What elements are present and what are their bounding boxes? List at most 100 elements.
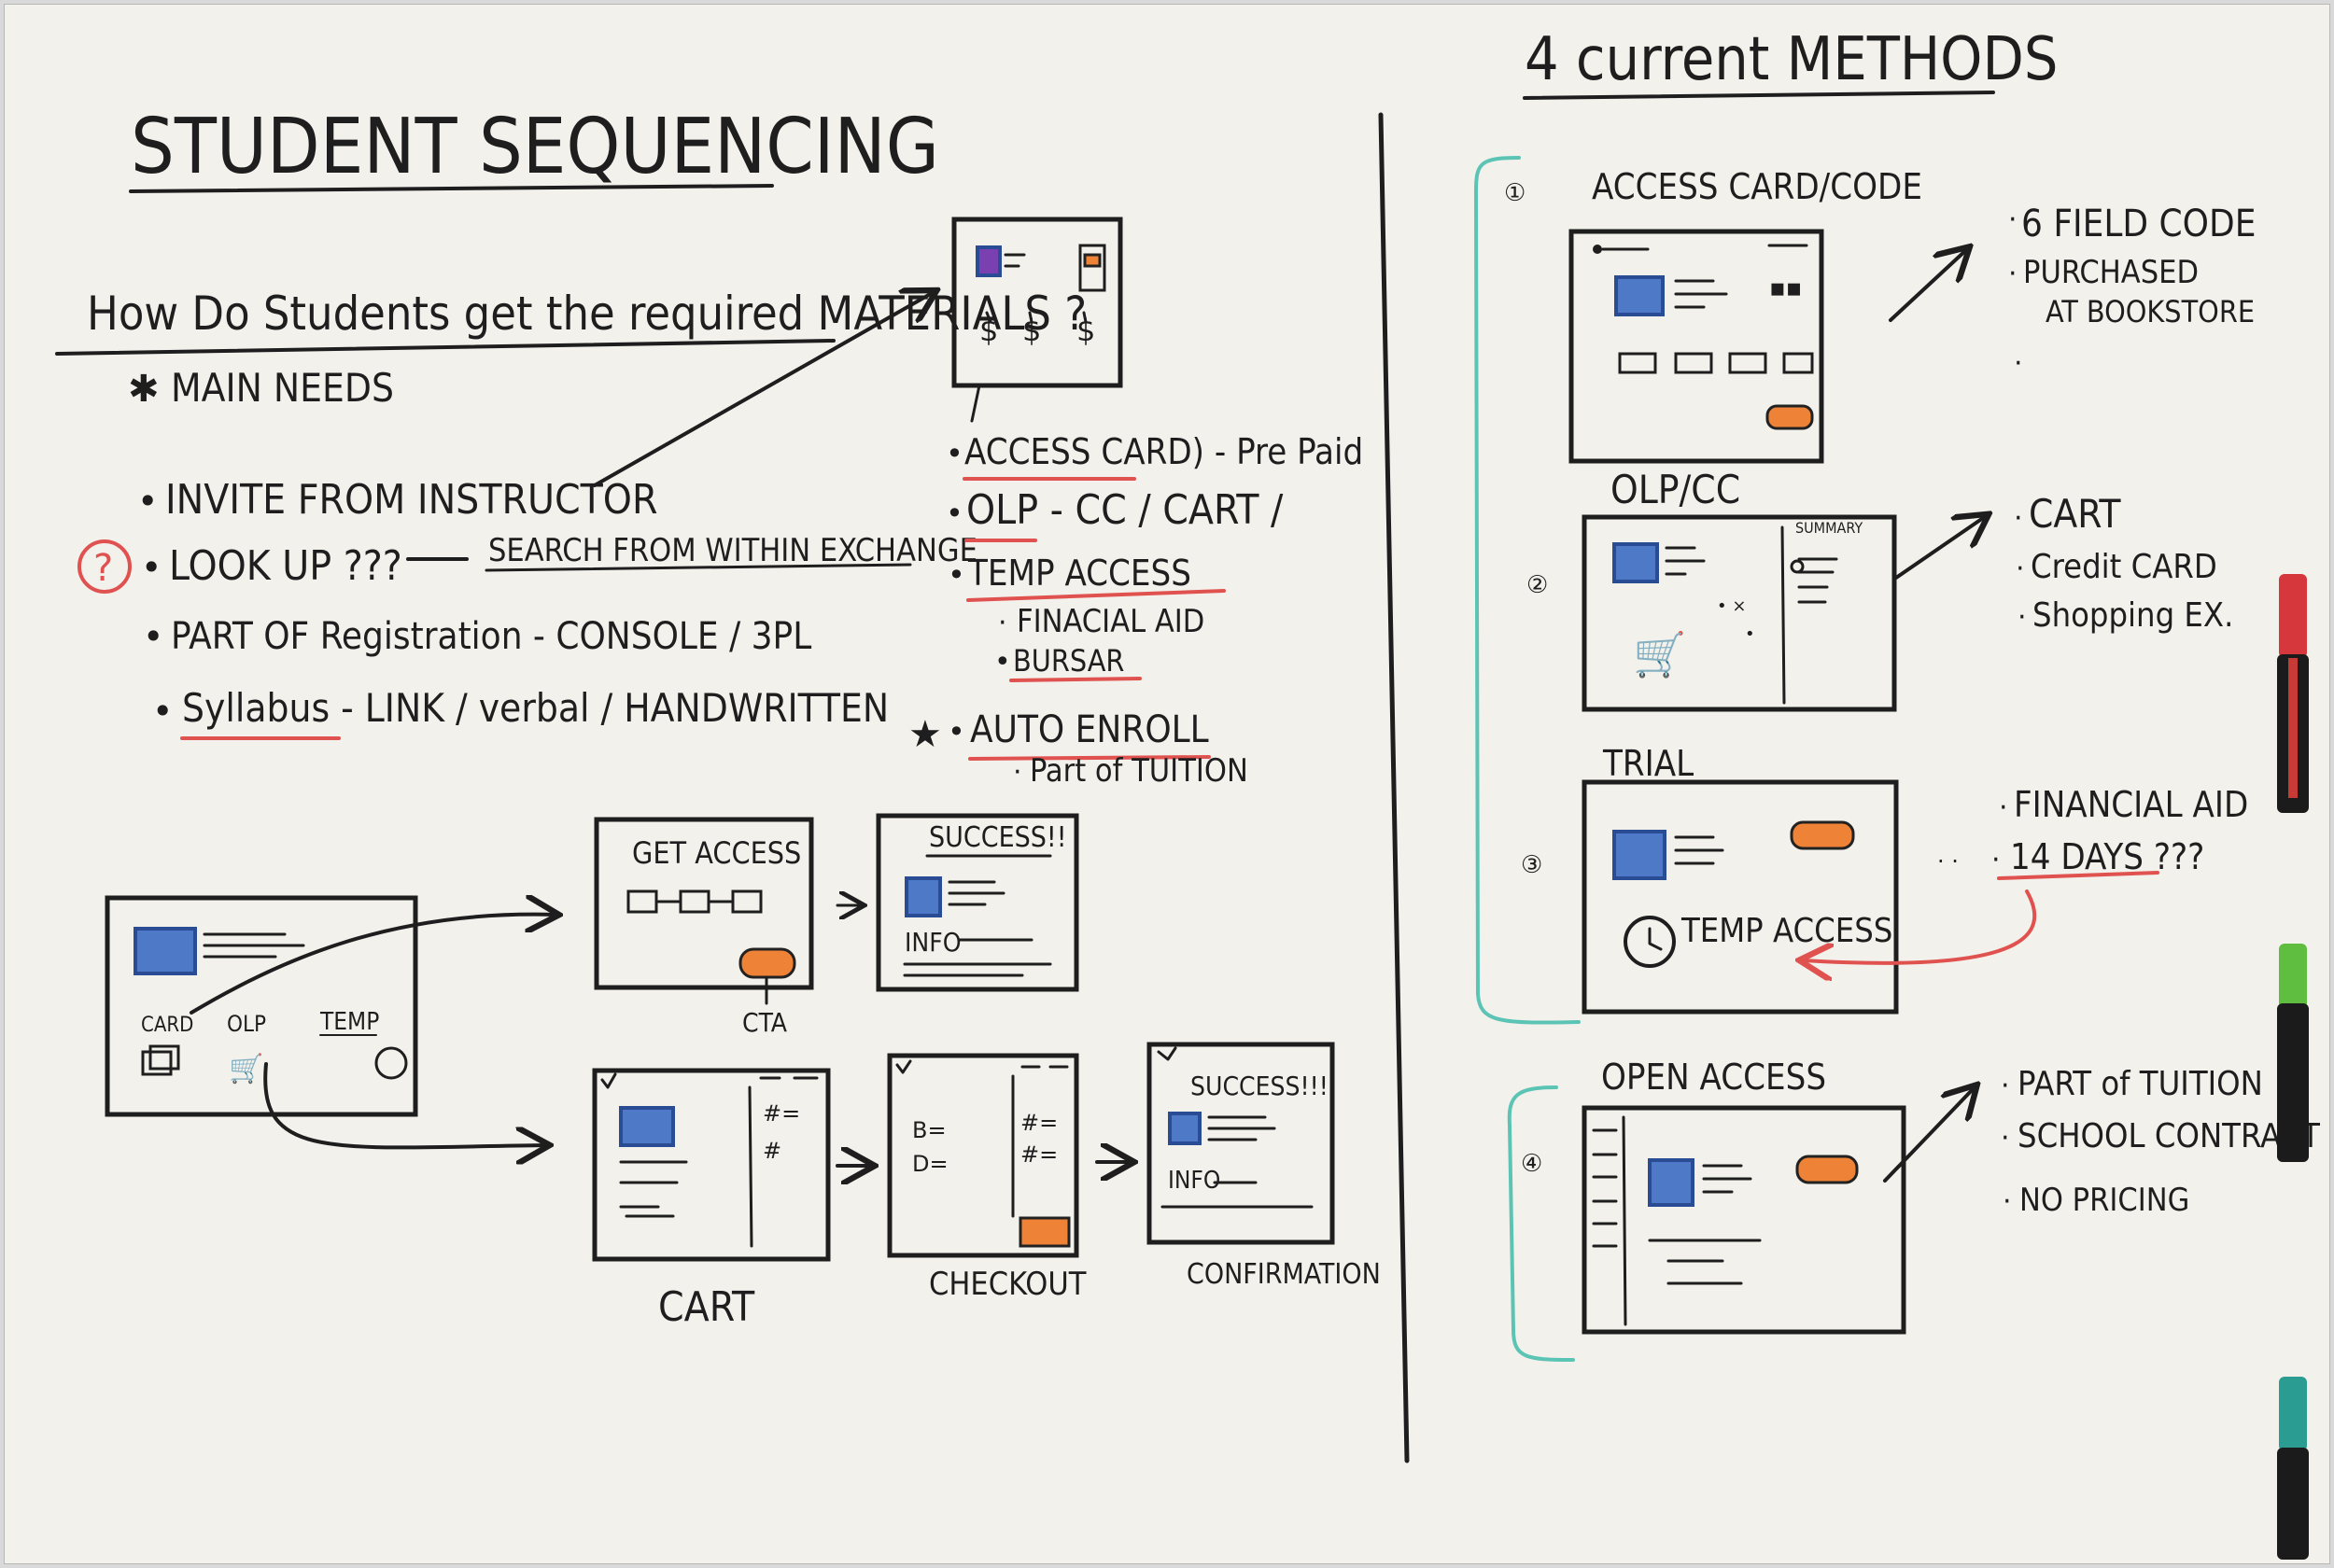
option-access-card: ACCESS CARD) - Pre Paid (964, 431, 1363, 472)
svg-text:•: • (141, 547, 162, 588)
clock-icon (1624, 916, 1676, 968)
method-3-note-2: 14 DAYS ??? (2010, 836, 2204, 877)
svg-text:•: • (948, 714, 965, 749)
method-1-note-3: AT BOOKSTORE (2046, 294, 2255, 329)
label-checkout: CHECKOUT (929, 1266, 1087, 1303)
page-title: STUDENT SEQUENCING (131, 103, 939, 191)
svg-text:🛒: 🛒 (1633, 629, 1686, 679)
svg-text:·: · (2001, 1122, 2010, 1155)
option-financial-aid: FINACIAL AID (1017, 603, 1204, 640)
needs-list: • INVITE FROM INSTRUCTOR ? • LOOK UP ???… (77, 476, 977, 740)
svg-text:·: · (2016, 553, 2025, 585)
label-cart: CART (658, 1283, 755, 1331)
svg-text:②: ② (1526, 571, 1548, 599)
svg-text:·: · (1991, 844, 2001, 876)
svg-text:•: • (948, 557, 965, 593)
svg-text:#: # (763, 1138, 781, 1164)
method-3-inner: TEMP ACCESS (1680, 912, 1892, 950)
label-cta: CTA (742, 1007, 788, 1038)
option-bursar: BURSAR (1013, 643, 1124, 679)
svg-text:#=: #= (1020, 1141, 1058, 1168)
svg-text:•: • (946, 496, 963, 531)
get-access-sketch: GET ACCESS CTA (594, 817, 814, 1038)
main-needs-label: MAIN NEEDS (171, 365, 394, 411)
chooser-sketch: CARD OLP TEMP 🛒 (105, 895, 418, 1117)
shopping-cart-icon: 🛒 (229, 1052, 263, 1085)
svg-text:•: • (946, 436, 963, 471)
label-temp: TEMP (319, 1008, 379, 1036)
shopping-cart-icon: 🛒 (1633, 629, 1686, 679)
svg-text:·: · (1999, 791, 2008, 824)
whiteboard: STUDENT SEQUENCING How Do Students get t… (4, 4, 2330, 1564)
label-success-bottom: SUCCESS!!! (1190, 1071, 1329, 1101)
svg-text:•: • (152, 691, 173, 732)
method-olp-cc: OLP/CC ② SUMMARY 🛒 • × • · CART · Credit… (1526, 467, 2233, 712)
star-icon: ✱ (128, 368, 160, 411)
svg-text:·: · (998, 607, 1007, 639)
svg-text:$: $ (1022, 313, 1041, 348)
label-info: INFO (905, 927, 962, 958)
svg-text:④: ④ (1521, 1150, 1542, 1178)
marker-red (2277, 574, 2309, 813)
svg-text:•: • (137, 481, 158, 522)
svg-text:· ·: · · (1937, 848, 1959, 875)
method-4-label: OPEN ACCESS (1601, 1057, 1826, 1098)
need-lookup: LOOK UP ??? (169, 542, 402, 590)
method-1-note-2: PURCHASED (2023, 254, 2199, 291)
method-1-note-1: 6 FIELD CODE (2021, 203, 2256, 245)
svg-text:#=: #= (763, 1100, 800, 1127)
svg-text:①: ① (1504, 179, 1526, 207)
svg-text:$: $ (979, 313, 998, 348)
method-2-note-1: CART (2029, 491, 2121, 537)
svg-text:★: ★ (908, 713, 942, 756)
svg-text:•: • (143, 616, 163, 657)
marker-teal (2277, 1377, 2309, 1560)
cart-sketch: #= # (592, 1068, 831, 1262)
label-get-access: GET ACCESS (632, 835, 801, 871)
label-card: CARD (141, 1014, 193, 1037)
option-auto-enroll: AUTO ENROLL (970, 708, 1209, 751)
svg-text:•: • (1745, 624, 1755, 644)
marker-green (2277, 944, 2309, 1162)
confirmation-sketch: SUCCESS!!! INFO (1146, 1042, 1335, 1245)
method-3-label: TRIAL (1602, 743, 1694, 784)
pricing-sketch: $ $ $ (951, 217, 1123, 423)
option-part-tuition: Part of TUITION (1030, 752, 1248, 790)
svg-text:·: · (2003, 1185, 2012, 1218)
method-open-access: OPEN ACCESS ④ · PART of TUITION · SCHOOL… (1521, 1057, 2320, 1335)
method-2-panel-label: SUMMARY (1795, 519, 1863, 537)
method-2-label: OLP/CC (1610, 467, 1740, 512)
method-1-label: ACCESS CARD/CODE (1592, 166, 1922, 207)
question-heading: How Do Students get the required MATERIA… (87, 287, 1087, 341)
svg-text:#=: #= (1020, 1110, 1058, 1136)
label-confirmation: CONFIRMATION (1187, 1258, 1381, 1291)
svg-text:③: ③ (1521, 851, 1542, 879)
method-4-note-2: SCHOOL CONTRACT (2018, 1117, 2320, 1155)
methods-title: 4 current METHODS (1525, 25, 2058, 94)
svg-text:·: · (2018, 601, 2027, 634)
label-success-top: SUCCESS!! (929, 821, 1067, 854)
need-registration: PART OF Registration - CONSOLE / 3PL (171, 615, 811, 658)
svg-text:·: · (2008, 203, 2018, 236)
svg-text:$: $ (1076, 313, 1095, 348)
svg-text:•: • (994, 646, 1011, 679)
svg-text:▪▪: ▪▪ (1769, 274, 1802, 302)
label-olp: OLP (227, 1011, 266, 1037)
whiteboard-drawing: STUDENT SEQUENCING How Do Students get t… (55, 25, 2320, 1560)
svg-text:·: · (2014, 502, 2023, 535)
success-sketch: SUCCESS!! INFO (876, 813, 1079, 992)
method-3-note-1: FINANCIAL AID (2014, 784, 2248, 825)
method-2-note-2: Credit CARD (2031, 548, 2217, 586)
label-info-bottom: INFO (1168, 1167, 1220, 1195)
method-4-note-1: PART of TUITION (2018, 1065, 2263, 1103)
svg-text:?: ? (93, 547, 113, 590)
svg-text:·: · (2008, 258, 2018, 290)
svg-text:·: · (1013, 756, 1022, 789)
svg-text:D=: D= (912, 1151, 949, 1177)
method-trial: TRIAL ③ TEMP ACCESS · · · FINANCIAL AID … (1521, 743, 2248, 1015)
svg-text:• ×: • × (1717, 596, 1746, 616)
svg-text:·: · (2001, 1070, 2010, 1102)
option-temp-access: TEMP ACCESS (967, 553, 1191, 594)
need-search: SEARCH FROM WITHIN EXCHANGE (488, 532, 977, 569)
svg-text:🛒: 🛒 (229, 1052, 263, 1085)
